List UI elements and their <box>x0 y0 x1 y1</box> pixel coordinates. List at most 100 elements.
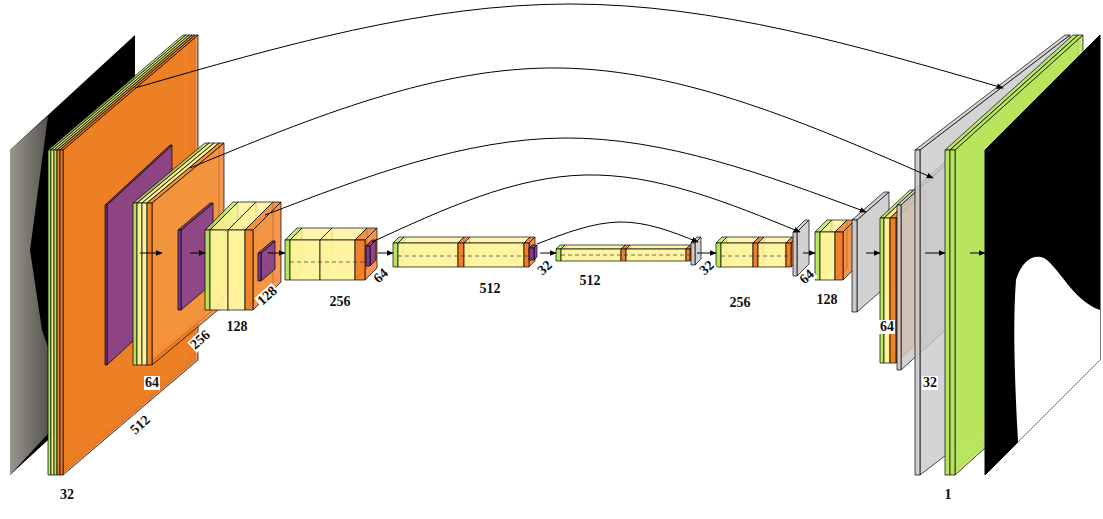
slab-front <box>691 243 695 265</box>
slab-front <box>205 230 210 310</box>
slab-side <box>181 203 213 310</box>
skip-connection <box>135 4 1003 88</box>
slab-front <box>210 230 228 310</box>
slab-front <box>228 230 245 310</box>
dimension-label: 128 <box>226 320 249 334</box>
dimension-label: 128 <box>816 293 839 307</box>
slab-front <box>529 248 534 260</box>
slab-front <box>285 240 290 280</box>
slab-front <box>835 232 843 280</box>
slab-front <box>950 150 955 475</box>
slab-front <box>147 203 152 365</box>
arrow-group <box>135 4 1003 253</box>
slab-front <box>884 218 890 363</box>
dimension-label: 512 <box>127 412 153 438</box>
dimension-label: 32 <box>696 257 717 278</box>
centre-line <box>290 262 365 263</box>
feature-map-slab <box>626 245 690 261</box>
slab-front <box>320 240 355 280</box>
slab-front <box>60 150 63 475</box>
feature-map-slab <box>366 240 376 266</box>
flow-arrow <box>970 253 985 254</box>
slab-top <box>147 143 224 203</box>
slab-front <box>142 203 147 365</box>
slab-front <box>105 205 107 365</box>
centre-line <box>398 256 530 257</box>
slab-front <box>133 203 137 365</box>
slab-front <box>880 218 884 363</box>
slab-top <box>245 202 281 230</box>
feature-map-slab <box>529 245 537 260</box>
output-mask-region <box>1014 257 1100 442</box>
slab-front <box>398 243 458 267</box>
slab-front <box>716 243 721 267</box>
slab-top <box>626 245 690 249</box>
slab-front <box>897 205 901 370</box>
flow-arrow <box>697 253 716 254</box>
feature-map-slab <box>258 241 275 281</box>
skip-connection <box>372 175 800 242</box>
centre-line <box>721 256 790 257</box>
slab-front <box>524 243 529 267</box>
slab-front <box>758 243 786 267</box>
flow-arrow <box>925 253 945 254</box>
slab-front <box>945 150 950 475</box>
feature-map-slab <box>245 202 281 310</box>
feature-map-slab <box>721 237 759 267</box>
dimension-label: 512 <box>579 274 602 288</box>
feature-map-slab <box>398 237 464 267</box>
slab-top <box>178 203 213 230</box>
slab-side <box>63 35 198 475</box>
flow-arrow <box>803 253 815 254</box>
slab-front <box>54 150 57 475</box>
dimension-label: 64 <box>370 265 391 286</box>
slab-front <box>355 240 365 280</box>
feature-map-slab <box>561 245 625 261</box>
slab-top <box>524 237 535 243</box>
dimension-label: 64 <box>144 376 160 390</box>
flow-arrow <box>140 253 162 254</box>
slab-front <box>890 218 896 363</box>
slab-top <box>529 245 537 248</box>
dimension-label: 256 <box>187 327 213 353</box>
dimension-label: 256 <box>329 295 352 309</box>
slab-front <box>721 243 753 267</box>
slab-front <box>458 243 464 267</box>
slab-front <box>915 150 920 475</box>
slab-front <box>57 150 60 475</box>
flow-arrow <box>190 253 205 254</box>
slab-top <box>60 35 198 150</box>
output-mask <box>985 35 1100 475</box>
flow-arrow <box>866 253 880 254</box>
slab-front <box>366 246 370 266</box>
dimension-label: 512 <box>479 282 502 296</box>
slab-front <box>290 240 320 280</box>
slab-front <box>258 253 261 281</box>
dimension-label: 64 <box>879 320 895 334</box>
slab-top <box>258 241 275 253</box>
dimension-label: 1 <box>944 488 953 502</box>
slab-top <box>398 237 464 243</box>
centre-line <box>561 255 690 256</box>
slab-front <box>393 243 398 267</box>
flow-arrow <box>268 253 285 254</box>
slab-front <box>48 150 51 475</box>
slab-front <box>178 230 181 310</box>
skip-connection <box>537 222 698 244</box>
slab-front <box>464 243 524 267</box>
feature-map-slab <box>178 203 213 310</box>
input-image-road <box>10 116 70 475</box>
flow-arrow <box>378 253 393 254</box>
slab-front <box>815 232 820 280</box>
dimension-label: 256 <box>729 296 752 310</box>
feature-map-slab <box>464 237 530 267</box>
slab-front <box>137 203 142 365</box>
slab-front <box>852 220 857 312</box>
slab-front <box>556 249 561 261</box>
dimension-label: 128 <box>254 283 280 309</box>
layer-group <box>10 35 1100 475</box>
slab-front <box>245 230 253 310</box>
feature-map-slab <box>524 237 535 267</box>
